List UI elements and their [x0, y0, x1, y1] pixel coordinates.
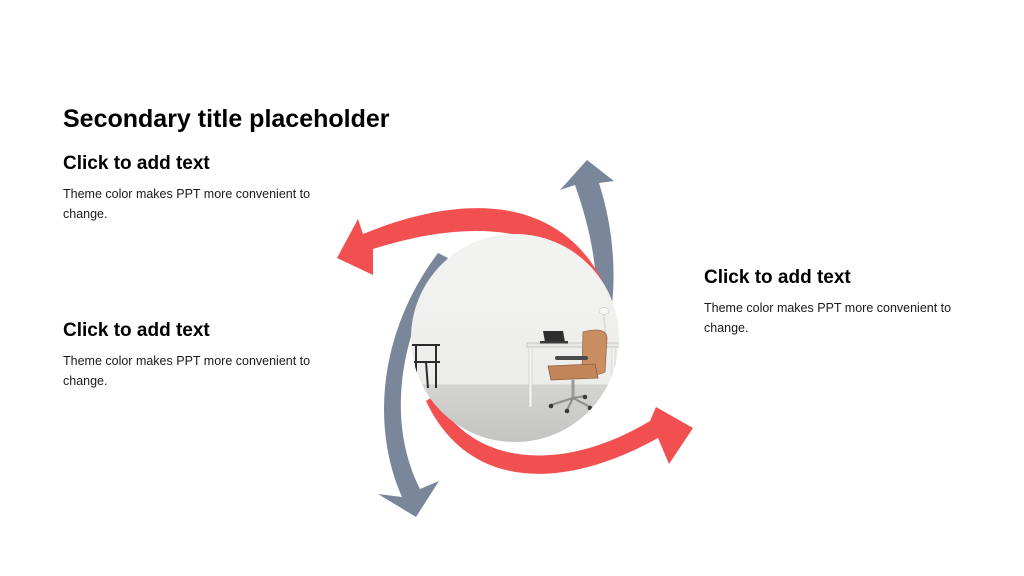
text-block-heading[interactable]: Click to add text [704, 267, 851, 288]
text-block-1[interactable]: Click to add text Theme color makes PPT … [63, 152, 333, 224]
text-block-body[interactable]: Theme color makes PPT more convenient to… [63, 187, 311, 221]
side-chair [412, 344, 440, 389]
text-block-2[interactable]: Click to add text Theme color makes PPT … [63, 319, 333, 391]
text-block-body[interactable]: Theme color makes PPT more convenient to… [63, 354, 311, 388]
laptop [540, 331, 568, 344]
cycle-arrow-slate-bottom [378, 253, 448, 517]
cycle-arrow-red-bottom [426, 395, 693, 474]
office-photo [411, 234, 619, 442]
text-block-body[interactable]: Theme color makes PPT more convenient to… [704, 301, 952, 335]
slide-title[interactable]: Secondary title placeholder [63, 105, 390, 133]
text-block-3[interactable]: Click to add text Theme color makes PPT … [704, 266, 974, 338]
office-chair [547, 329, 608, 414]
text-block-heading[interactable]: Click to add text [63, 153, 210, 174]
cycle-arrow-red-top [337, 208, 602, 285]
text-block-heading[interactable]: Click to add text [63, 320, 210, 341]
